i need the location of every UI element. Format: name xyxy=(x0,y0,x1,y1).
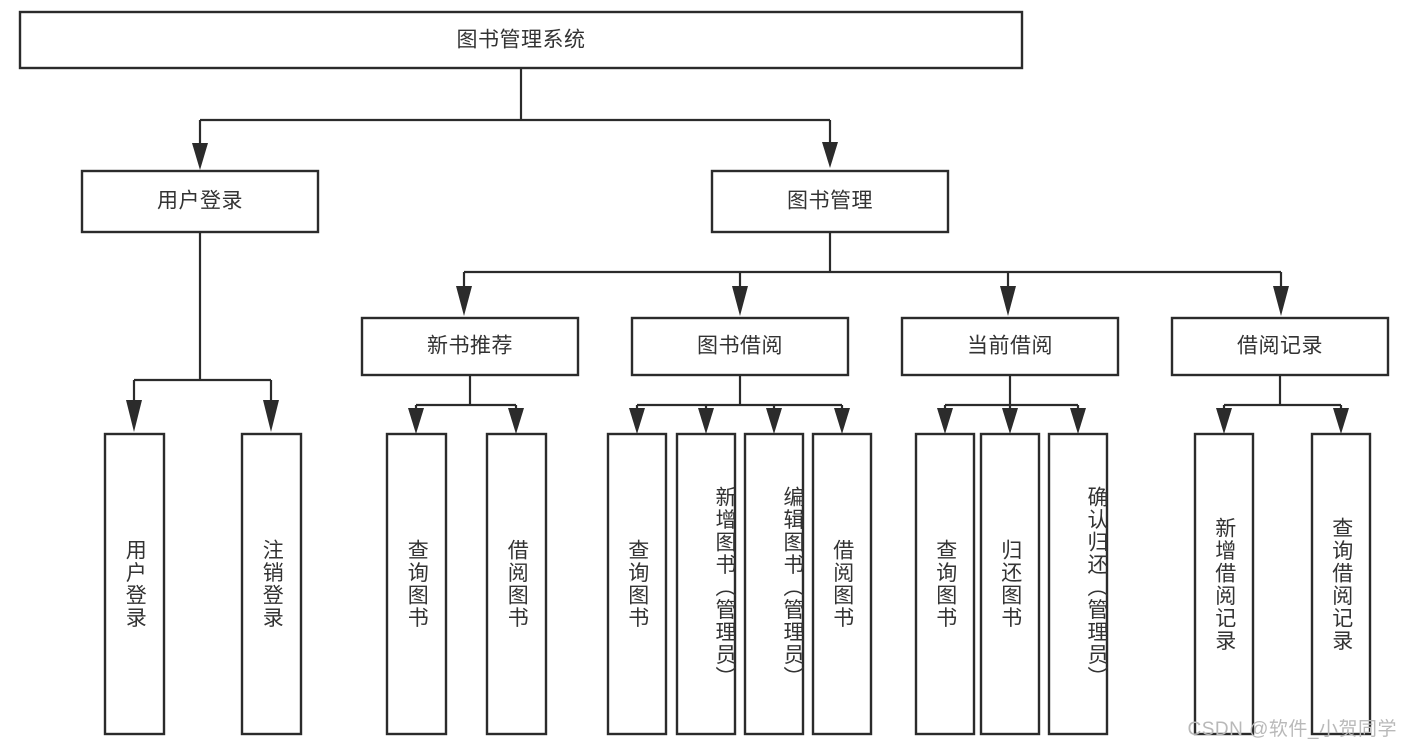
node-current-borrow[interactable]: 当前借阅 xyxy=(900,316,1120,377)
node-current-borrow-box[interactable] xyxy=(900,316,1120,377)
leaf-box-borrow-record-1[interactable] xyxy=(1193,432,1255,736)
node-book-management[interactable]: 图书管理 xyxy=(710,169,950,234)
arrow-head-currentborrow-leaf-1 xyxy=(937,408,953,434)
leaf-box-user-login-1[interactable] xyxy=(103,432,166,736)
arrow-head-currentborrow-leaf-3 xyxy=(1070,408,1086,434)
connector-group-borrow-record xyxy=(1216,375,1349,434)
arrow-head-bookmgmt xyxy=(822,142,838,168)
arrow-head-bookborrow-leaf-2 xyxy=(698,408,714,434)
leaf-box-current-borrow-3[interactable] xyxy=(1047,432,1109,736)
leaf-box-current-borrow-2[interactable] xyxy=(979,432,1041,736)
arrow-head-currentborrow-leaf-2 xyxy=(1002,408,1018,434)
node-new-book-recommend-box[interactable] xyxy=(360,316,580,377)
leaf-box-new-book-1[interactable] xyxy=(385,432,448,736)
arrow-head-bookborrow-leaf-1 xyxy=(629,408,645,434)
arrow-head-login-leaf-1 xyxy=(126,400,142,432)
node-new-book-recommend[interactable]: 新书推荐 xyxy=(360,316,580,377)
leaf-box-borrow-record-2[interactable] xyxy=(1310,432,1372,736)
node-current-borrow-label: 当前借阅 xyxy=(967,335,1053,358)
node-user-login-box[interactable] xyxy=(80,169,320,234)
connector-group-current-borrow xyxy=(937,375,1086,434)
arrow-head-login-leaf-2 xyxy=(263,400,279,432)
node-user-login[interactable]: 用户登录 xyxy=(80,169,320,234)
node-root[interactable]: 图书管理系统 xyxy=(18,10,1024,70)
connector-group-root xyxy=(192,68,838,170)
arrow-head-newbook-leaf-2 xyxy=(508,408,524,434)
leaf-box-book-borrow-4[interactable] xyxy=(811,432,873,736)
arrow-head-borrowrecord xyxy=(1273,286,1289,316)
node-book-borrow-box[interactable] xyxy=(630,316,850,377)
leaf-box-book-borrow-2[interactable] xyxy=(675,432,737,736)
arrow-head-borrowrecord-leaf-2 xyxy=(1333,408,1349,434)
arrow-head-newbook xyxy=(456,286,472,316)
node-root-label: 图书管理系统 xyxy=(457,29,586,52)
csdn-watermark: CSDN @软件_小贺同学 xyxy=(1187,719,1397,740)
arrow-head-bookborrow-leaf-4 xyxy=(834,408,850,434)
node-borrow-record-label: 借阅记录 xyxy=(1237,335,1323,358)
node-new-book-recommend-label: 新书推荐 xyxy=(427,335,513,358)
node-borrow-record-box[interactable] xyxy=(1170,316,1390,377)
arrow-head-currentborrow xyxy=(1000,286,1016,316)
node-root-box[interactable] xyxy=(18,10,1024,70)
arrow-head-bookborrow-leaf-3 xyxy=(766,408,782,434)
node-borrow-record[interactable]: 借阅记录 xyxy=(1170,316,1390,377)
leaf-box-book-borrow-1[interactable] xyxy=(606,432,668,736)
node-book-management-box[interactable] xyxy=(710,169,950,234)
node-book-borrow[interactable]: 图书借阅 xyxy=(630,316,850,377)
leaf-box-new-book-2[interactable] xyxy=(485,432,548,736)
arrow-head-borrowrecord-leaf-1 xyxy=(1216,408,1232,434)
leaf-box-current-borrow-1[interactable] xyxy=(914,432,976,736)
arrow-head-bookborrow xyxy=(732,286,748,316)
arrow-head-login xyxy=(192,143,208,170)
connector-group-new-book xyxy=(408,375,524,434)
connector-group-book-management xyxy=(456,232,1289,316)
node-book-borrow-label: 图书借阅 xyxy=(697,335,783,358)
leaf-box-user-login-2[interactable] xyxy=(240,432,303,736)
leaf-box-book-borrow-3[interactable] xyxy=(743,432,805,736)
connector-group-user-login xyxy=(126,232,279,432)
connector-group-book-borrow xyxy=(629,375,850,434)
node-user-login-label: 用户登录 xyxy=(157,190,243,213)
node-book-management-label: 图书管理 xyxy=(787,190,873,213)
arrow-head-newbook-leaf-1 xyxy=(408,408,424,434)
